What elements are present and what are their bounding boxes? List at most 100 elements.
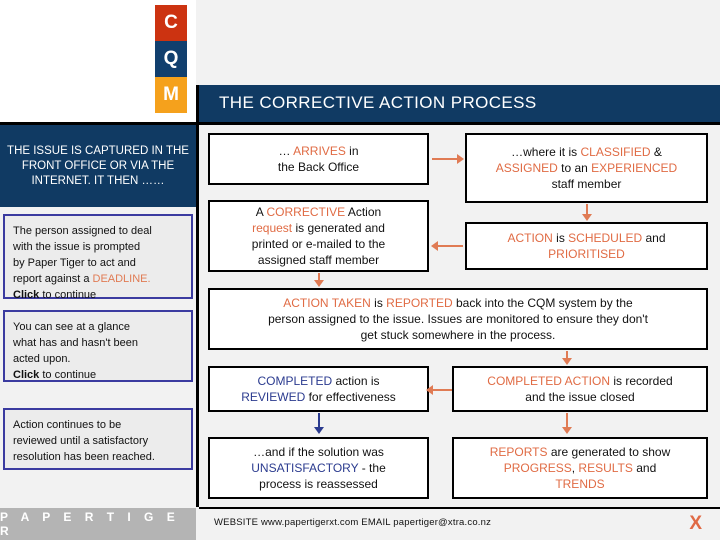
b1-pre: … — [278, 144, 294, 158]
b8-l2-post: - the — [358, 461, 386, 475]
divider-vertical — [196, 122, 199, 507]
flow-box-classified[interactable]: …where it is CLASSIFIED & ASSIGNED to an… — [465, 133, 708, 203]
b2-l2-mid: to an — [557, 161, 592, 175]
b4-post: and — [642, 231, 666, 245]
b5-l1-post: back into the CQM system by the — [452, 296, 633, 310]
arrow-b1-to-b2-head — [457, 154, 464, 164]
arrow-b2-to-b4-head — [582, 214, 592, 221]
b2-assigned-highlight: ASSIGNED — [495, 161, 558, 175]
note3-line3: resolution has been reached. — [13, 451, 155, 463]
b7-l1-post: is recorded — [609, 374, 673, 388]
note1-line4-pre: report against a — [13, 273, 93, 285]
b4-prioritised-highlight: PRIORITISED — [548, 247, 625, 261]
b3-l2-post: is generated and — [292, 221, 385, 235]
b4-mid: is — [552, 231, 569, 245]
arrow-b5-to-b7-head — [562, 358, 572, 365]
b1-line2: the Back Office — [277, 160, 360, 174]
header-underline — [199, 122, 720, 125]
b6-l2-post: for effectiveness — [305, 390, 396, 404]
paper-tiger-brand-bar: P A P E R T I G E R — [0, 508, 196, 540]
flow-box-scheduled[interactable]: ACTION is SCHEDULED and PRIORITISED — [465, 222, 708, 270]
note2-click-bold: Click — [13, 369, 40, 381]
logo-letter-m: M — [155, 77, 187, 113]
b8-l1: …and if the solution was — [253, 445, 384, 459]
note1-line1: The person assigned to deal — [13, 225, 152, 237]
flow-box-unsatisfactory[interactable]: …and if the solution was UNSATISFACTORY … — [208, 437, 429, 499]
b4-action-highlight: ACTION — [507, 231, 553, 245]
cqm-logo: C Q M — [155, 5, 187, 113]
brand-label: P A P E R T I G E R — [0, 510, 180, 538]
b5-reported-highlight: REPORTED — [386, 296, 453, 310]
note1-line2: with the issue is prompted — [13, 241, 141, 253]
sidebar-heading: THE ISSUE IS CAPTURED IN THE FRONT OFFIC… — [0, 125, 196, 207]
sidebar-note-2[interactable]: You can see at a glance what has and has… — [3, 310, 193, 382]
divider-vertical-top — [196, 85, 199, 122]
flow-box-reports[interactable]: REPORTS are generated to show PROGRESS, … — [452, 437, 708, 499]
b5-l2: person assigned to the issue. Issues are… — [268, 312, 648, 326]
b9-progress-highlight: PROGRESS — [503, 461, 572, 475]
note3-line1: Action continues to be — [13, 419, 122, 431]
arrow-b6-to-b8 — [318, 413, 320, 429]
arrow-b1-to-b2 — [432, 158, 458, 160]
b5-action-taken-highlight: ACTION TAKEN — [283, 296, 371, 310]
arrow-b3-to-b5-head — [314, 280, 324, 287]
flow-box-reviewed[interactable]: COMPLETED action is REVIEWED for effecti… — [208, 366, 429, 412]
b6-reviewed-highlight: REVIEWED — [241, 390, 306, 404]
b1-post: in — [345, 144, 359, 158]
note2-line3: acted upon. — [13, 353, 71, 365]
b3-l4: assigned staff member — [257, 253, 380, 267]
note3-line2: reviewed until a satisfactory — [13, 435, 149, 447]
flow-box-corrective-request[interactable]: A CORRECTIVE Action request is generated… — [208, 200, 429, 272]
b9-results-highlight: RESULTS — [578, 461, 633, 475]
b5-l3: get stuck somewhere in the process. — [360, 328, 556, 342]
arrow-b3-to-b5 — [318, 273, 320, 282]
b2-l1-pre: …where it is — [511, 145, 581, 159]
note2-click-rest: to continue — [39, 369, 97, 381]
header-banner: THE CORRECTIVE ACTION PROCESS — [199, 85, 720, 122]
b2-l1-post: & — [650, 145, 662, 159]
b4-scheduled-highlight: SCHEDULED — [568, 231, 643, 245]
b7-l2: and the issue closed — [525, 390, 635, 404]
b7-completed-action-highlight: COMPLETED ACTION — [487, 374, 610, 388]
note2-line1: You can see at a glance — [13, 321, 131, 333]
arrow-b7-to-b6-head — [426, 385, 433, 395]
b3-l3: printed or e-mailed to the — [251, 237, 386, 251]
b8-unsatisfactory-highlight: UNSATISFACTORY — [251, 461, 359, 475]
arrow-b7-to-b6 — [432, 389, 452, 391]
arrow-b4-to-b3 — [437, 245, 463, 247]
b6-l1-post: action is — [332, 374, 380, 388]
sidebar-note-1[interactable]: The person assigned to deal with the iss… — [3, 214, 193, 301]
note1-click-bold: Click — [13, 289, 40, 301]
arrow-b5-to-b7 — [566, 351, 568, 360]
b2-classified-highlight: CLASSIFIED — [580, 145, 651, 159]
flow-box-action-reported[interactable]: ACTION TAKEN is REPORTED back into the C… — [208, 288, 708, 350]
b9-l1-post: are generated to show — [547, 445, 671, 459]
arrow-b6-to-b8-head — [314, 427, 324, 434]
note1-line3: by Paper Tiger to act and — [13, 257, 136, 269]
flow-box-arrives[interactable]: … ARRIVES in the Back Office — [208, 133, 429, 185]
sidebar-note-3[interactable]: Action continues to be reviewed until a … — [3, 408, 193, 470]
b2-l3: staff member — [551, 177, 622, 191]
b9-l2-comma: , — [571, 461, 579, 475]
arrow-b7-to-b9-head — [562, 427, 572, 434]
logo-letter-q: Q — [155, 41, 187, 77]
page-title: THE CORRECTIVE ACTION PROCESS — [219, 93, 537, 112]
b8-l3: process is reassessed — [259, 477, 378, 491]
footer-contact-text: WEBSITE www.papertigerxt.com EMAIL paper… — [214, 517, 492, 528]
arrow-b4-to-b3-head — [431, 241, 438, 251]
b3-l1-pre: A — [255, 205, 267, 219]
footer: WEBSITE www.papertigerxt.com EMAIL paper… — [199, 509, 720, 540]
note2-line2: what has and hasn't been — [13, 337, 139, 349]
b6-completed-highlight: COMPLETED — [257, 374, 333, 388]
b3-corrective-highlight: CORRECTIVE — [266, 205, 346, 219]
divider-horizontal-left — [0, 122, 196, 125]
note1-deadline-highlight: DEADLINE. — [92, 273, 151, 285]
b9-l2-post: and — [632, 461, 657, 475]
flow-box-completed-recorded[interactable]: COMPLETED ACTION is recorded and the iss… — [452, 366, 708, 412]
logo-zone: C Q M — [0, 0, 196, 122]
b3-l1-post: Action — [345, 205, 382, 219]
x-mark-icon: X — [689, 513, 702, 534]
b2-experienced-highlight: EXPERIENCED — [591, 161, 678, 175]
b5-l1-mid: is — [370, 296, 387, 310]
